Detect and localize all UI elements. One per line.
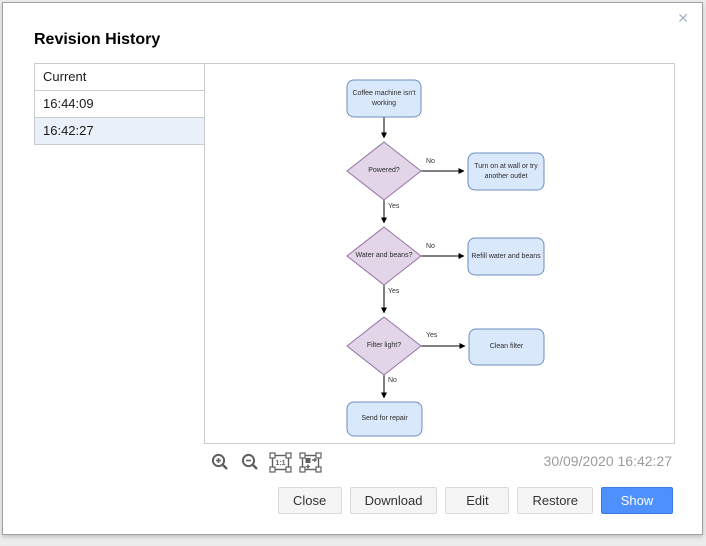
zoom-in-icon <box>211 453 228 470</box>
node-turn-on-label: Turn on at wall or try another outlet <box>474 163 538 180</box>
node-water-beans-label: Water and beans? <box>355 252 413 260</box>
node-refill-label: Refill water and beans <box>471 252 541 260</box>
close-button[interactable]: Close <box>277 487 342 514</box>
edge-label-filter-yes: Yes <box>425 332 439 339</box>
preview-toolbar: 1:1 <box>208 451 322 473</box>
node-clean-filter-label: Clean filter <box>489 343 524 351</box>
revision-list-item-current[interactable]: Current <box>35 64 204 91</box>
revision-timestamp: 30/09/2020 16:42:27 <box>543 453 672 469</box>
edge-label-powered-no: No <box>425 158 436 165</box>
node-water-beans-shape <box>346 226 422 286</box>
close-icon[interactable]: ✕ <box>677 10 689 26</box>
revision-history-dialog: Revision History ✕ Current 16:44:09 16:4… <box>2 2 703 535</box>
zoom-in-button[interactable] <box>208 451 232 473</box>
revision-list-item-164227[interactable]: 16:42:27 <box>35 118 204 145</box>
show-button[interactable]: Show <box>601 487 673 514</box>
node-start-shape <box>346 79 422 118</box>
actual-size-button[interactable]: 1:1 <box>268 451 292 473</box>
node-send-repair-label: Send for repair <box>361 415 408 423</box>
flowchart-edges <box>381 117 466 399</box>
edit-button[interactable]: Edit <box>445 487 510 514</box>
zoom-out-button[interactable] <box>238 451 262 473</box>
dialog-footer: Close Download Edit Restore Show <box>277 487 673 514</box>
fit-page-button[interactable] <box>298 451 322 473</box>
edge-label-powered-yes: Yes <box>387 203 401 210</box>
node-powered-label: Powered? <box>368 167 400 175</box>
actual-size-icon: 1:1 <box>268 451 292 473</box>
edge-label-filter-no: No <box>387 377 398 384</box>
dialog-title: Revision History <box>34 31 161 48</box>
node-turn-on-shape <box>467 152 545 191</box>
flowchart-canvas <box>346 79 545 437</box>
node-filter-light-shape <box>346 316 422 376</box>
zoom-out-icon <box>241 453 258 470</box>
edge-label-water-yes: Yes <box>387 288 401 295</box>
node-send-repair-shape <box>346 401 423 437</box>
node-refill-shape <box>467 237 545 276</box>
flowchart-shapes <box>346 79 545 437</box>
svg-text:1:1: 1:1 <box>275 460 285 467</box>
edge-label-water-no: No <box>425 243 436 250</box>
restore-button[interactable]: Restore <box>517 487 593 514</box>
fit-page-icon <box>298 451 322 473</box>
diagram-preview-pane: Coffee machine isn't working Powered? Tu… <box>204 63 675 444</box>
node-start-label: Coffee machine isn't working <box>352 90 416 107</box>
node-filter-light-label: Filter light? <box>366 342 402 350</box>
revision-list-item-164409[interactable]: 16:44:09 <box>35 91 204 118</box>
node-powered-shape <box>346 141 422 201</box>
revision-list: Current 16:44:09 16:42:27 <box>34 63 205 145</box>
node-clean-filter-shape <box>468 328 545 366</box>
download-button[interactable]: Download <box>349 487 438 514</box>
